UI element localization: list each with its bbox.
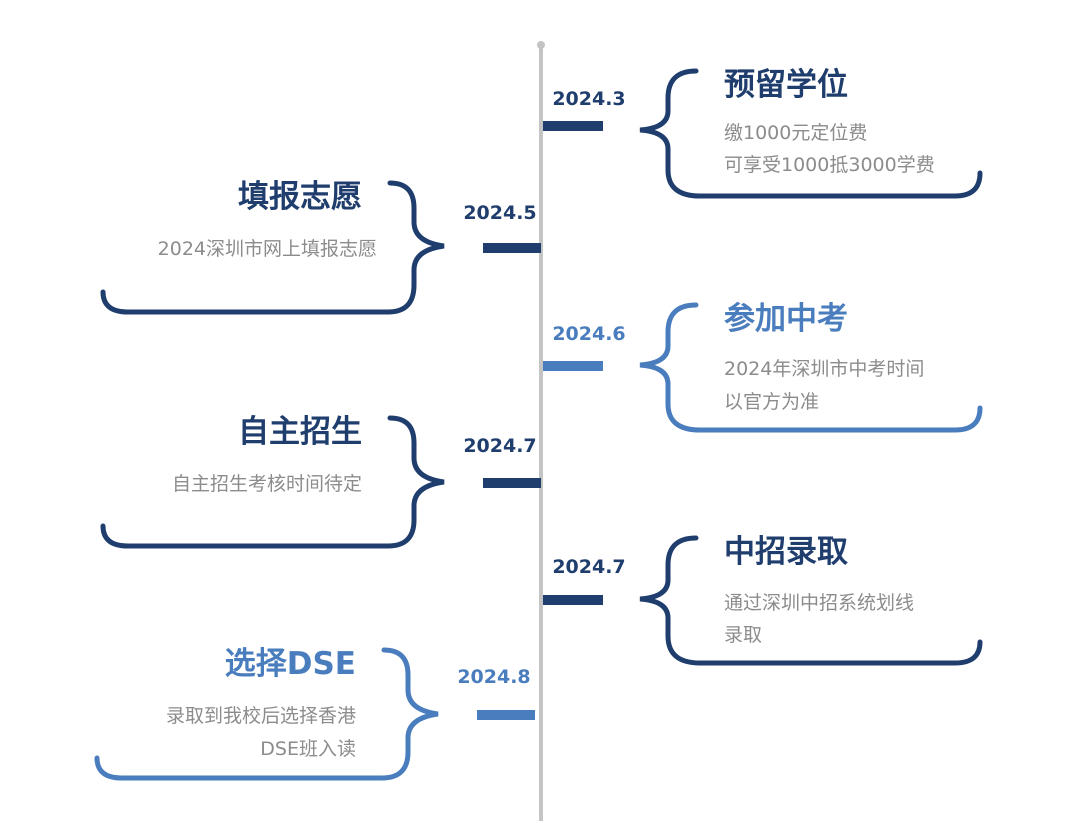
event-title: 填报志愿: [238, 179, 362, 215]
event-date: 2024.5: [463, 202, 536, 224]
timeline-event: 2024.8 选择DSE 录取到我校后选择香港 DSE班入读: [94, 646, 535, 781]
bracket-frame: [639, 302, 983, 433]
event-title: 选择DSE: [225, 646, 356, 682]
event-date: 2024.8: [457, 666, 530, 688]
timeline-tick: [483, 243, 541, 253]
timeline-event: 2024.7 自主招生 自主招生考核时间待定: [100, 414, 541, 549]
timeline-event: 2024.3 预留学位 缴1000元定位费 可享受1000抵3000学费: [543, 67, 983, 199]
bracket-frame: [639, 535, 983, 666]
event-description: 以官方为准: [724, 391, 819, 413]
event-date: 2024.7: [552, 556, 625, 578]
event-description: 录取到我校后选择香港: [166, 705, 356, 727]
event-date: 2024.7: [463, 435, 536, 457]
bracket-frame: [639, 68, 983, 199]
timeline-tick: [543, 595, 603, 605]
event-date: 2024.3: [552, 88, 625, 110]
event-title: 中招录取: [724, 534, 848, 570]
bracket-frame: [100, 180, 445, 315]
timeline-tick: [477, 710, 535, 720]
bracket-frame: [94, 647, 439, 781]
event-description: 通过深圳中招系统划线: [724, 592, 914, 614]
event-description: 2024年深圳市中考时间: [724, 358, 924, 380]
timeline-event: 2024.7 中招录取 通过深圳中招系统划线 录取: [543, 534, 983, 666]
event-description: 可享受1000抵3000学费: [724, 154, 935, 176]
event-description: 录取: [724, 624, 762, 646]
event-description: 2024深圳市网上填报志愿: [158, 238, 377, 260]
event-title: 参加中考: [724, 301, 848, 337]
event-title: 自主招生: [238, 414, 362, 450]
timeline-axis-cap: [537, 41, 545, 49]
bracket-frame: [100, 415, 445, 549]
event-description: 缴1000元定位费: [724, 122, 867, 144]
timeline-tick: [483, 478, 541, 488]
event-date: 2024.6: [552, 323, 625, 345]
event-description: 自主招生考核时间待定: [172, 473, 362, 495]
timeline-event: 2024.6 参加中考 2024年深圳市中考时间 以官方为准: [543, 301, 983, 433]
timeline-tick: [543, 361, 603, 371]
timeline-event: 2024.5 填报志愿 2024深圳市网上填报志愿: [100, 179, 541, 315]
event-description: DSE班入读: [260, 738, 356, 760]
event-title: 预留学位: [724, 67, 848, 103]
timeline-tick: [543, 121, 603, 131]
